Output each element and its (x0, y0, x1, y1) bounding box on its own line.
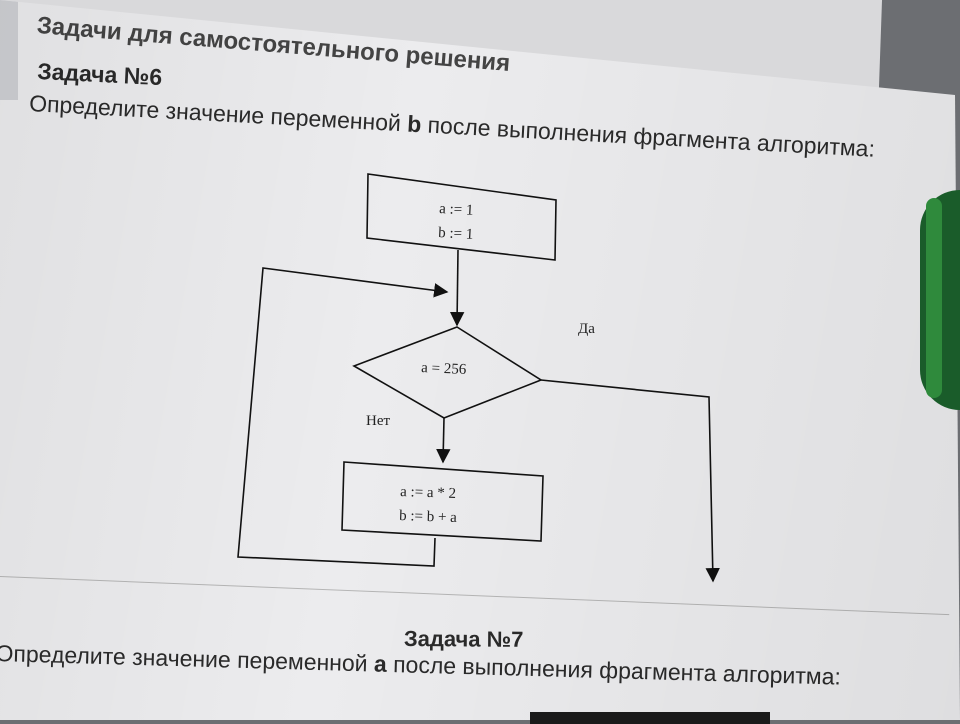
binder-strip (0, 0, 18, 100)
body-line-b: b := b + a (399, 508, 458, 526)
init-line-b: b := 1 (438, 225, 474, 243)
init-to-decision-line (449, 249, 465, 327)
yes-label: Да (578, 321, 595, 337)
yes-branch-line (540, 379, 720, 583)
no-label: Нет (366, 413, 390, 429)
body-line-a: a := a * 2 (400, 484, 456, 502)
task7-title: Задача №7 (403, 626, 524, 652)
task7-question-var: a (373, 650, 388, 677)
loop-back-line (237, 267, 449, 567)
init-block (366, 173, 557, 261)
init-line-a: a := 1 (439, 201, 474, 219)
next-flowchart-edge (530, 712, 770, 724)
green-object (920, 190, 960, 410)
body-block (341, 461, 544, 542)
no-branch-line (436, 417, 451, 464)
condition-text: a = 256 (421, 360, 467, 378)
